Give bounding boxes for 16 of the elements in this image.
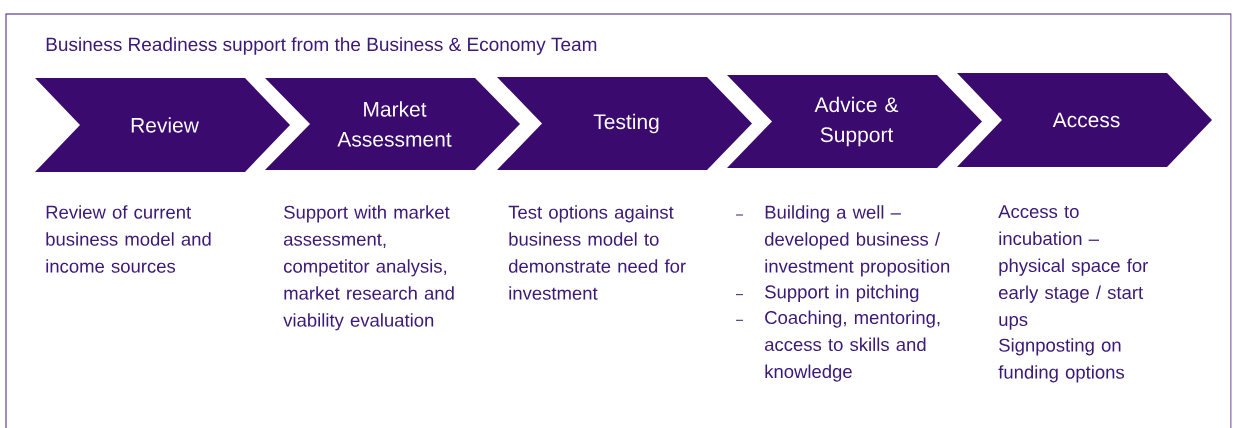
description-text: Coaching, mentoring, access to skills and knowledge [765, 310, 940, 382]
process-step: Testing [497, 77, 752, 170]
description-text: Building a well – developed business / investment proposition [765, 205, 950, 277]
description-text: Support with market assessment, competitor analysis, market research and viability evaluation [283, 205, 454, 331]
process-step: Advice & Support [727, 75, 982, 168]
description-text: Test options against business model to demonstrate need for investment [508, 205, 686, 300]
node-label: Market Assessment [337, 101, 452, 147]
description-text: Review of current business model and income sources [46, 205, 211, 273]
title: Business Readiness support from the Business & Economy Team [46, 37, 597, 55]
description-text: Signposting on funding options [998, 338, 1125, 383]
description-text: Support in pitching [765, 284, 919, 303]
description-text: Access to incubation – physical space for early stage / start ups [998, 205, 1148, 330]
process-step: Market Assessment [265, 78, 520, 170]
node-label: Advice & Support [814, 96, 899, 147]
process-step: Review [35, 78, 290, 172]
process-step: Access [957, 73, 1212, 167]
